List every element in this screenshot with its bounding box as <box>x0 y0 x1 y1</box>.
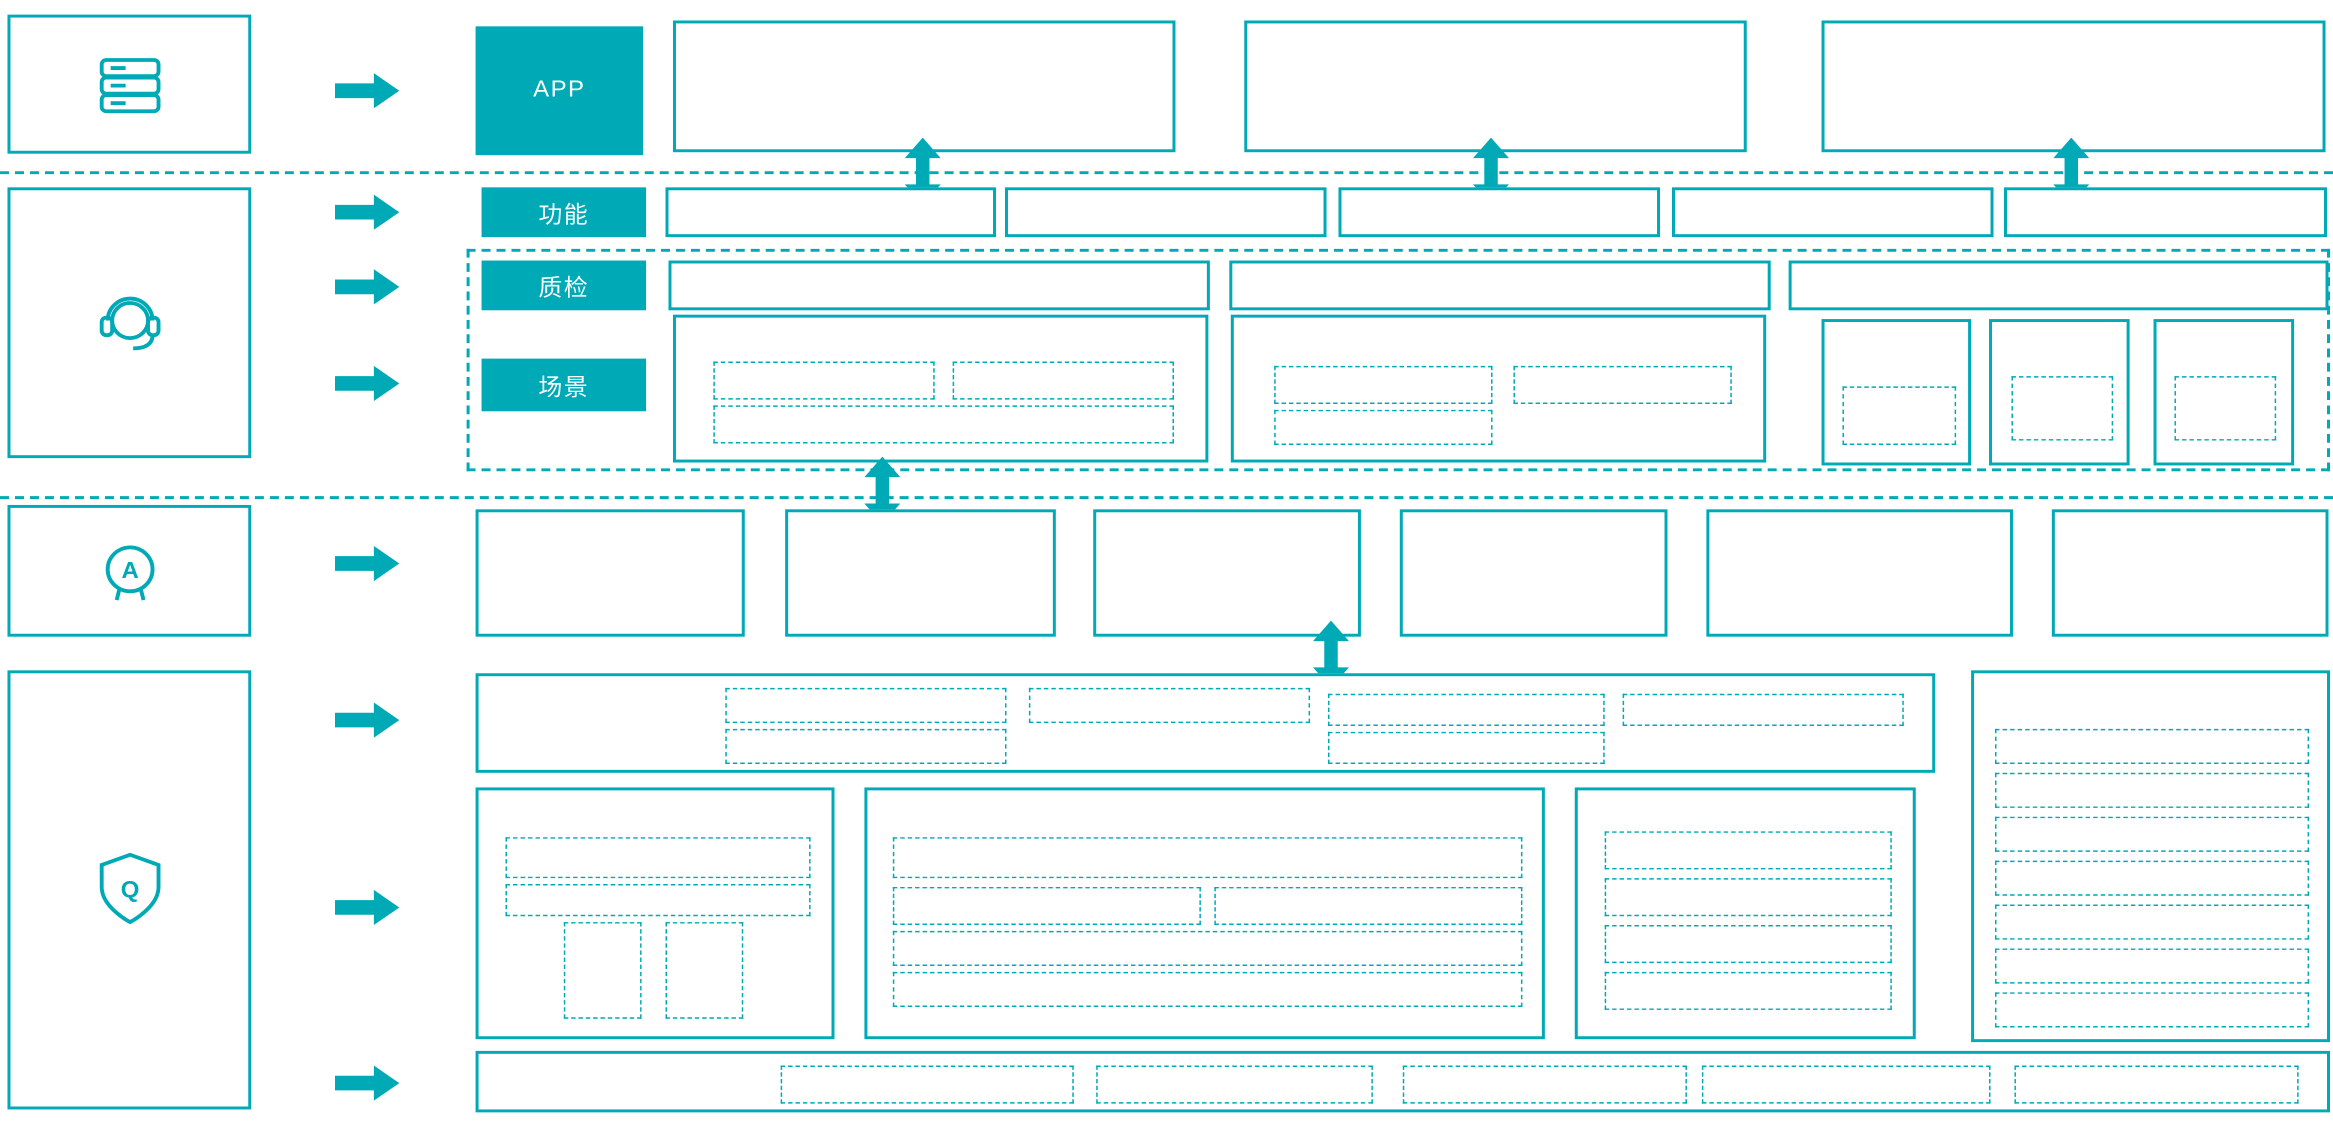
detail-subitem-box <box>892 837 1523 879</box>
scene-group-box-2 <box>1230 314 1767 463</box>
side-list-item <box>1995 948 2310 984</box>
function-item-box-4 <box>1671 187 1994 238</box>
side-list-item <box>1995 816 2310 852</box>
flow-arrow-right-icon <box>334 889 400 926</box>
engine-box-4 <box>1399 509 1668 637</box>
detail-subitem-box <box>892 930 1523 967</box>
detail-subitem-box <box>1604 971 1892 1010</box>
detail-panel-middle <box>864 787 1545 1040</box>
detail-panel-right <box>1574 787 1916 1040</box>
flow-arrow-right-icon <box>334 545 400 582</box>
scene-group-box-3 <box>1821 319 1972 466</box>
flow-arrow-right-icon <box>334 365 400 402</box>
summary-subitem-box <box>1328 731 1605 765</box>
function-item-box-3 <box>1338 187 1661 238</box>
function-item-box-5 <box>2003 187 2328 238</box>
bottom-bar-box <box>475 1050 2331 1113</box>
scene-subitem-box <box>1842 386 1957 445</box>
quality-shield-letter: Q <box>120 877 139 903</box>
bottom-subitem-box <box>1701 1065 1991 1104</box>
side-list-item <box>1995 860 2310 896</box>
detail-subitem-box <box>505 837 811 879</box>
side-list-item <box>1995 992 2310 1028</box>
detail-subitem-box <box>1604 831 1892 870</box>
detail-subitem-box <box>505 884 811 917</box>
summary-subitem-box <box>1028 687 1311 724</box>
flow-arrow-right-icon <box>334 269 400 305</box>
layer-divider-dashed-2 <box>0 496 2333 500</box>
scene-subitem-box <box>952 361 1174 400</box>
detail-subitem-box <box>563 922 642 1019</box>
scene-subitem-box <box>1274 409 1493 445</box>
summary-subitem-box <box>1622 693 1904 726</box>
summary-bar-box <box>475 673 1936 773</box>
scene-group-box-5 <box>2153 319 2295 466</box>
side-list-item <box>1995 728 2310 765</box>
engine-box-3 <box>1093 509 1361 637</box>
detail-subitem-box <box>665 922 744 1019</box>
inspection-item-box-2 <box>1229 260 1771 311</box>
scene-group-box-1 <box>672 314 1209 463</box>
app-item-box-2 <box>1244 20 1747 153</box>
scene-subitem-box <box>713 361 935 400</box>
engine-box-1 <box>475 509 745 637</box>
bottom-subitem-box <box>1096 1065 1373 1104</box>
side-list-item <box>1995 904 2310 940</box>
summary-subitem-box <box>1328 693 1605 726</box>
detail-subitem-box <box>1604 925 1892 964</box>
scene-layer-label: 场景 <box>481 358 647 412</box>
quality-shield-icon: Q <box>99 852 160 925</box>
flow-arrow-vertical-icon <box>1313 620 1349 688</box>
ai-head-letter: A <box>121 558 138 584</box>
scene-subitem-box <box>2011 376 2114 441</box>
bottom-subitem-box <box>2014 1065 2299 1104</box>
left-panel-ai: A <box>7 504 252 637</box>
app-item-box-3 <box>1821 20 2326 153</box>
left-panel-agent <box>7 187 252 459</box>
scene-subitem-box <box>713 405 1174 444</box>
scene-subitem-box <box>1274 365 1493 404</box>
agent-headset-icon <box>99 295 160 350</box>
detail-subitem-box <box>892 886 1201 926</box>
flow-arrow-right-icon <box>334 702 400 738</box>
app-item-box-1 <box>672 20 1176 153</box>
engine-box-2 <box>785 509 1056 637</box>
left-panel-quality: Q <box>7 670 252 1110</box>
side-list-box <box>1971 670 2331 1043</box>
inspection-scene-group-outline <box>466 248 2331 472</box>
scene-group-box-4 <box>1989 319 2130 466</box>
detail-subitem-box <box>892 971 1523 1007</box>
layer-divider-dashed-1 <box>0 171 2333 175</box>
engine-box-6 <box>2051 509 2329 637</box>
ai-head-icon: A <box>104 545 154 601</box>
engine-box-5 <box>1706 509 2013 637</box>
flow-arrow-right-icon <box>334 73 400 109</box>
detail-subitem-box <box>1214 886 1523 926</box>
detail-subitem-box <box>1604 878 1892 917</box>
server-stack-icon <box>99 57 160 113</box>
inspection-item-box-3 <box>1788 260 2329 311</box>
side-list-item <box>1995 772 2310 808</box>
inspection-item-box-1 <box>668 260 1210 311</box>
function-item-box-1 <box>665 187 997 238</box>
function-item-box-2 <box>1004 187 1327 238</box>
scene-subitem-box <box>2174 376 2277 441</box>
detail-panel-left <box>475 787 835 1040</box>
summary-subitem-box <box>725 687 1007 724</box>
scene-subitem-box <box>1513 365 1732 404</box>
summary-subitem-box <box>725 728 1007 765</box>
bottom-subitem-box <box>780 1065 1074 1104</box>
flow-arrow-vertical-icon <box>864 456 901 524</box>
bottom-subitem-box <box>1402 1065 1687 1104</box>
flow-arrow-right-icon <box>334 1065 400 1101</box>
left-panel-datasource <box>7 14 252 154</box>
function-layer-label: 功能 <box>481 187 647 238</box>
app-layer-label: APP <box>475 26 644 156</box>
flow-arrow-right-icon <box>334 194 400 230</box>
inspection-layer-label: 质检 <box>481 260 647 311</box>
